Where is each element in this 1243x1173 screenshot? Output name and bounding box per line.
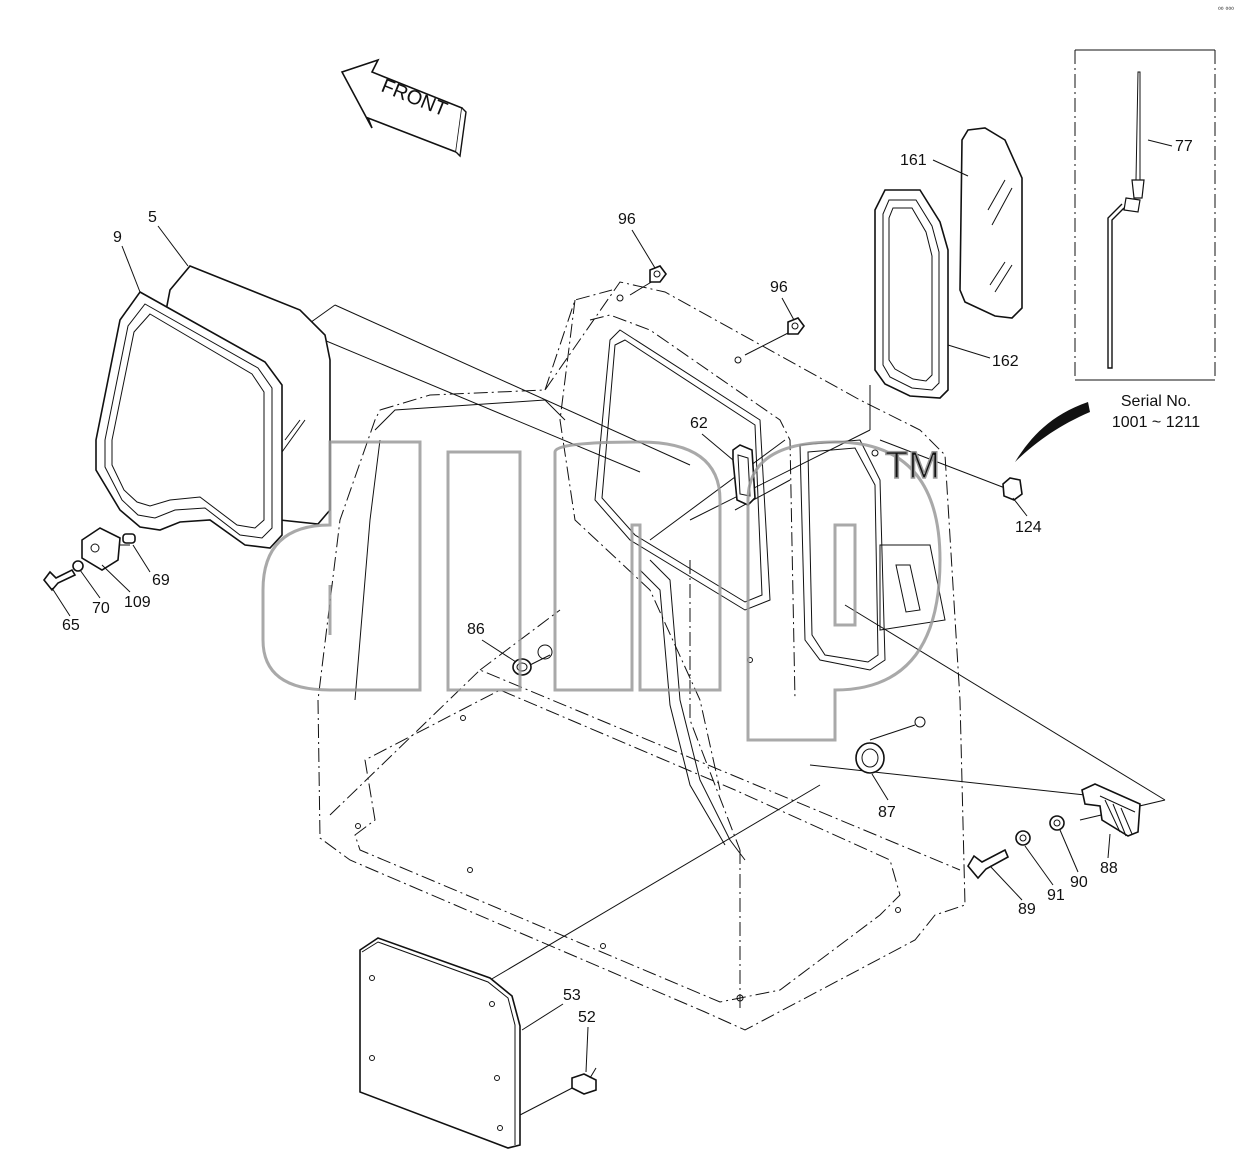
callout-161: 161 (900, 152, 927, 169)
callout-87: 87 (878, 804, 896, 821)
callout-162: 162 (992, 353, 1019, 370)
callout-96-a: 96 (618, 211, 636, 228)
part-124-grommet (1002, 477, 1023, 501)
callout-70: 70 (92, 600, 110, 617)
part-89-bolt (967, 848, 1010, 880)
front-direction-arrow: FRONT (340, 58, 467, 158)
part-87-ring (855, 742, 885, 774)
callout-77: 77 (1175, 138, 1193, 155)
part-162-rear-seal (874, 189, 949, 399)
callout-62: 62 (690, 415, 708, 432)
part-90-washer (1049, 815, 1065, 831)
callout-96-b: 96 (770, 279, 788, 296)
callout-5: 5 (148, 209, 157, 226)
cab-frame (317, 281, 966, 1031)
part-86-grommet (512, 658, 532, 676)
watermark: TM (261, 440, 942, 742)
part-161-rear-glass (959, 127, 1023, 319)
callout-91: 91 (1047, 887, 1065, 904)
part-52-bolt (571, 1067, 597, 1095)
callout-90: 90 (1070, 874, 1088, 891)
part-9-window-seal (95, 290, 283, 549)
part-96-nuts (649, 265, 805, 335)
serial-box: Serial No. 1001 ~ 1211 (1015, 49, 1216, 462)
callout-53: 53 (563, 987, 581, 1004)
hinge-hardware (42, 527, 136, 592)
callout-89: 89 (1018, 901, 1036, 918)
callout-88: 88 (1100, 860, 1118, 877)
serial-range: 1001 ~ 1211 (1112, 414, 1200, 431)
callout-65: 65 (62, 617, 80, 634)
serial-title: Serial No. (1121, 393, 1191, 410)
callout-69: 69 (152, 572, 170, 589)
callout-86: 86 (467, 621, 485, 638)
callout-leaders (51, 159, 1111, 1073)
callout-124: 124 (1015, 519, 1042, 536)
callout-9: 9 (113, 229, 122, 246)
part-91-washer (1015, 830, 1031, 846)
part-77-antenna (1107, 71, 1173, 369)
callout-109: 109 (124, 594, 151, 611)
corner-mark: ⁰⁰ ⁰⁰⁰ (1218, 6, 1234, 14)
callout-52: 52 (578, 1009, 596, 1026)
callout-labels: 5 9 69 70 109 65 96 96 161 162 77 62 124… (62, 138, 1193, 1026)
part-88-handle (1081, 783, 1141, 837)
pointer-arrow (1015, 402, 1090, 462)
part-53-cover-plate (359, 937, 521, 1149)
trademark-mark: TM (885, 445, 940, 487)
